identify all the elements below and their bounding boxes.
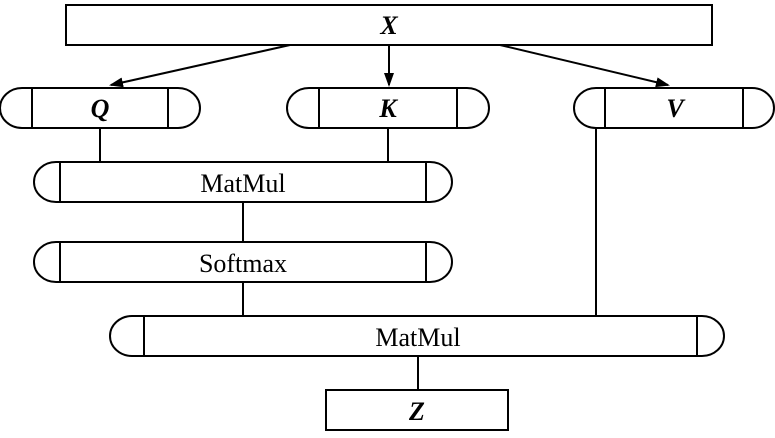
query-q-label: Q [91,94,110,123]
output-z-label: Z [408,397,425,426]
matmul-second-label: MatMul [375,323,460,352]
matmul-first-label: MatMul [200,169,285,198]
query-q-box: Q [0,87,201,129]
key-k-label: K [378,94,398,123]
softmax-box: Softmax [33,241,453,283]
input-x-label: X [379,11,398,40]
value-v-box: V [573,87,775,129]
key-k-box: K [286,87,490,129]
matmul-second-box: MatMul [109,315,725,357]
output-z-box: Z [325,389,509,431]
matmul-first-box: MatMul [33,161,453,203]
softmax-label: Softmax [199,249,287,278]
arrow-x-to-v [499,44,670,88]
arrow-x-to-q [109,44,291,88]
value-v-label: V [666,94,686,123]
input-x-box: X [65,4,713,46]
